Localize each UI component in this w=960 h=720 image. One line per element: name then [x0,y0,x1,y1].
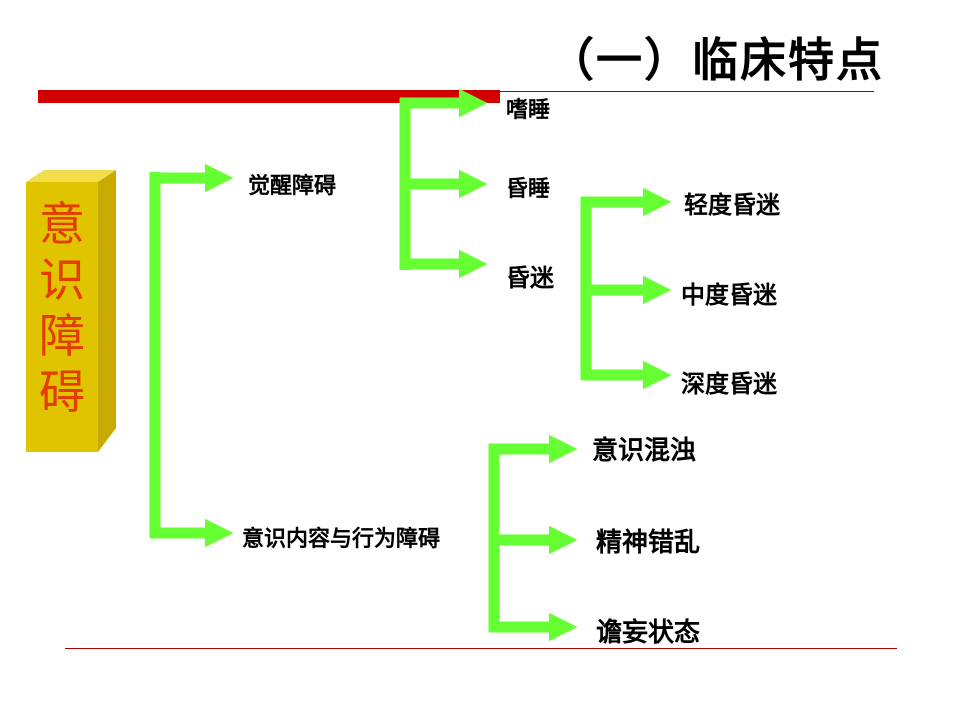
node-moderate-coma: 中度昏迷 [681,281,777,309]
node-stupor: 昏睡 [506,177,551,202]
node-deep-coma: 深度昏迷 [681,370,777,398]
node-content-disorder: 意识内容与行为障碍 [242,527,441,552]
node-mild-coma: 轻度昏迷 [684,191,780,219]
root-char: 碍 [39,365,85,419]
slide-title: （一）临床特点 [548,33,884,87]
title-underline [38,91,874,92]
root-label: 意 识 障 碍 [26,196,98,420]
root-box: 意 识 障 碍 [26,170,116,452]
node-delirium: 谵妄状态 [596,618,701,648]
root-char: 意 [39,197,85,251]
footer-line [65,648,897,649]
node-clouding: 意识混浊 [592,436,697,466]
root-box-top-face [26,170,116,182]
title-red-bar [38,90,500,103]
node-arousal-disorder: 觉醒障碍 [248,174,337,199]
node-coma: 昏迷 [506,264,554,292]
root-char: 障 [39,309,85,363]
root-box-side-face [98,170,116,452]
node-somnolence: 嗜睡 [506,98,551,123]
node-confusion: 精神错乱 [596,528,701,558]
root-box-front-face [26,182,98,452]
root-char: 识 [39,253,85,307]
